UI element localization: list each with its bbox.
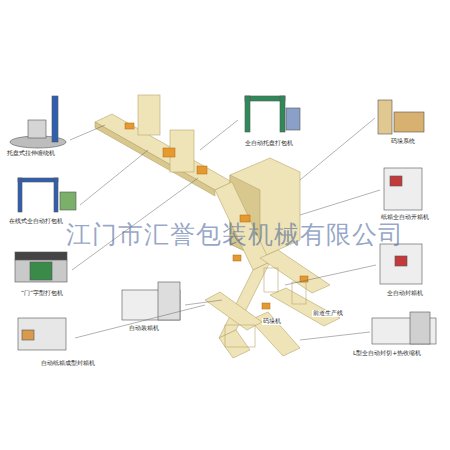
machine-label: 在线式全自动打包机: [8, 218, 64, 225]
machine-label: 自动装箱机: [128, 325, 160, 332]
machine-label: 纸箱全自动开箱机: [380, 214, 430, 221]
machine-label: 自动纸箱成型封箱机: [40, 360, 96, 367]
machine-label: 托盘式拉伸缠绕机: [6, 150, 56, 157]
machine-label: 全自动封箱机: [386, 290, 424, 297]
machine-label: “门”字型打包机: [20, 290, 64, 297]
machine-label: 码垛系统: [390, 138, 416, 145]
machine-label: 码垛机: [262, 318, 282, 325]
machine-label: L型全自动封切+热收缩机: [352, 350, 422, 357]
machine-label: 前道生产线: [312, 310, 344, 317]
watermark: 江门市汇誉包装机械有限公司: [66, 222, 404, 247]
machine-label: 全自动托盘打包机: [244, 140, 294, 147]
